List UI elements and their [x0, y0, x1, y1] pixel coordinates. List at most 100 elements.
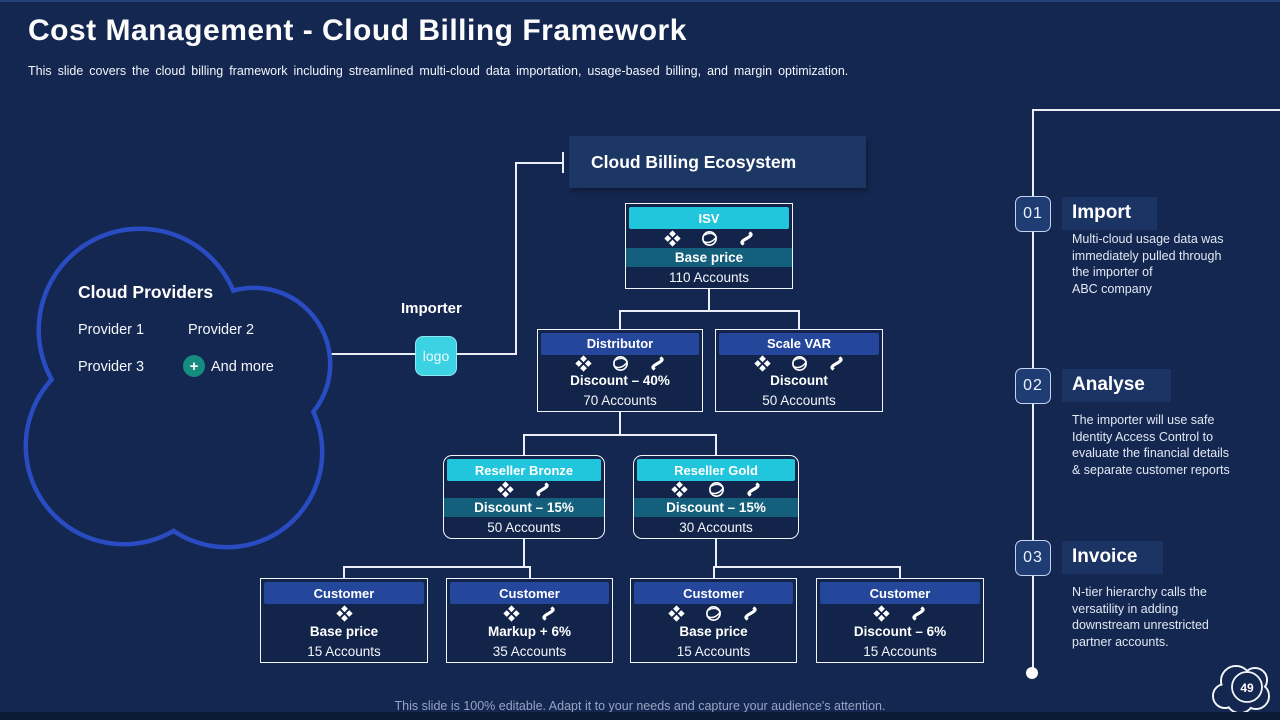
step-title-invoice: Invoice — [1062, 541, 1164, 574]
money-ribbon-icon — [828, 355, 845, 372]
node-accounts: 50 Accounts — [762, 393, 836, 409]
globe-icon — [708, 481, 725, 498]
node-title: Distributor — [541, 333, 699, 355]
money-ribbon-icon — [534, 481, 551, 498]
connector-customer3-drop — [713, 566, 715, 579]
node-scale-var: Scale VAR Discount 50 Accounts — [715, 329, 883, 412]
node-icon-row — [716, 355, 882, 372]
payment-icon — [754, 355, 771, 372]
step-desc-import: Multi-cloud usage data was immediately p… — [1072, 232, 1224, 296]
step-number-01: 01 — [1015, 196, 1051, 232]
connector-customer1-drop — [343, 566, 345, 579]
payment-icon — [497, 481, 514, 498]
top-edge-line — [0, 0, 1280, 2]
node-title: Scale VAR — [719, 333, 879, 355]
node-icon-row — [634, 481, 798, 498]
provider-1: Provider 1 — [78, 322, 145, 338]
step-desc-analyse: The importer will use safe Identity Acce… — [1072, 413, 1230, 477]
node-accounts: 35 Accounts — [492, 644, 567, 659]
page-title: Cost Management - Cloud Billing Framewor… — [28, 14, 687, 47]
node-customer-2: Customer Markup + 6% 35 Accounts — [446, 578, 613, 663]
node-customer-4: Customer Discount – 6% 15 Accounts — [816, 578, 984, 663]
node-price: Markup + 6% — [488, 624, 571, 639]
money-ribbon-icon — [649, 355, 666, 372]
payment-icon — [575, 355, 592, 372]
globe-icon — [701, 230, 718, 247]
provider-2: Provider 2 — [188, 322, 255, 338]
node-price: Discount – 40% — [570, 373, 670, 389]
node-title: Reseller Bronze — [447, 459, 601, 481]
connector-distributor-down — [619, 411, 621, 435]
node-icon-row — [261, 604, 427, 622]
node-customer-1: Customer Base price 15 Accounts — [260, 578, 428, 663]
node-reseller-gold: Reseller Gold Discount – 15% 30 Accounts — [633, 455, 799, 539]
node-title: Customer — [264, 582, 424, 604]
node-price: Base price — [309, 624, 379, 639]
connector-bronze-drop — [523, 434, 525, 456]
node-title: Customer — [820, 582, 980, 604]
node-price: Base price — [626, 248, 792, 267]
node-title: ISV — [629, 207, 789, 229]
footer-note: This slide is 100% editable. Adapt it to… — [394, 699, 886, 713]
money-ribbon-icon — [738, 230, 755, 247]
node-accounts: 50 Accounts — [487, 520, 561, 535]
globe-icon — [612, 355, 629, 372]
node-title: Customer — [450, 582, 609, 604]
money-ribbon-icon — [742, 605, 759, 622]
step-desc-invoice: N-tier hierarchy calls the versatility i… — [1072, 585, 1209, 649]
step-title-import: Import — [1062, 197, 1158, 230]
node-price: Base price — [679, 624, 748, 639]
node-accounts: 70 Accounts — [583, 393, 657, 409]
globe-icon — [791, 355, 808, 372]
ecosystem-header: Cloud Billing Ecosystem — [569, 136, 866, 188]
connector-distributor-drop — [619, 310, 621, 329]
money-ribbon-icon — [745, 481, 762, 498]
plus-icon: + — [183, 355, 205, 377]
bottom-strip — [0, 712, 1280, 720]
node-price: Discount – 15% — [444, 498, 604, 517]
payment-icon — [664, 230, 681, 247]
connector-tier4-split-left — [343, 566, 530, 568]
node-price: Discount – 15% — [634, 498, 798, 517]
connector-tier2-split — [619, 310, 799, 312]
globe-icon — [705, 605, 722, 622]
connector-tier4-split-right — [713, 566, 900, 568]
page-subtitle: This slide covers the cloud billing fram… — [28, 64, 849, 78]
payment-icon — [668, 605, 685, 622]
connector-vertical-riser — [515, 162, 517, 355]
provider-3: Provider 3 — [78, 359, 145, 375]
connector-end-tick — [562, 152, 564, 173]
page-number-text: 49 — [1240, 681, 1254, 695]
cloud-providers-shape — [23, 226, 333, 550]
importer-label: Importer — [401, 300, 462, 317]
payment-icon — [873, 605, 890, 622]
node-icon-row — [631, 604, 796, 622]
node-reseller-bronze: Reseller Bronze Discount – 15% 50 Accoun… — [443, 455, 605, 539]
cloud-providers-title: Cloud Providers — [78, 282, 214, 302]
importer-logo-box: logo — [415, 336, 457, 376]
node-distributor: Distributor Discount – 40% 70 Accounts — [537, 329, 703, 412]
node-title: Customer — [634, 582, 793, 604]
node-accounts: 30 Accounts — [679, 520, 753, 535]
node-icon-row — [626, 229, 792, 248]
node-title: Reseller Gold — [637, 459, 795, 481]
node-price: Discount – 6% — [853, 624, 947, 639]
node-icon-row — [817, 604, 983, 622]
connector-gold-drop — [715, 434, 717, 456]
payment-icon — [336, 605, 353, 622]
node-icon-row — [538, 355, 702, 372]
payment-icon — [503, 605, 520, 622]
page-number-circle — [1231, 671, 1263, 703]
page-number-badge: 49 — [1212, 665, 1270, 714]
connector-scalevar-drop — [798, 310, 800, 329]
payment-icon — [671, 481, 688, 498]
node-accounts: 15 Accounts — [676, 644, 751, 659]
timeline-end-dot — [1026, 667, 1038, 679]
connector-bronze-down — [523, 539, 525, 567]
timeline-top-line — [1032, 109, 1280, 111]
step-number-02: 02 — [1015, 368, 1051, 404]
node-icon-row — [447, 604, 612, 622]
step-title-analyse: Analyse — [1062, 369, 1171, 402]
and-more-label: And more — [211, 359, 274, 375]
